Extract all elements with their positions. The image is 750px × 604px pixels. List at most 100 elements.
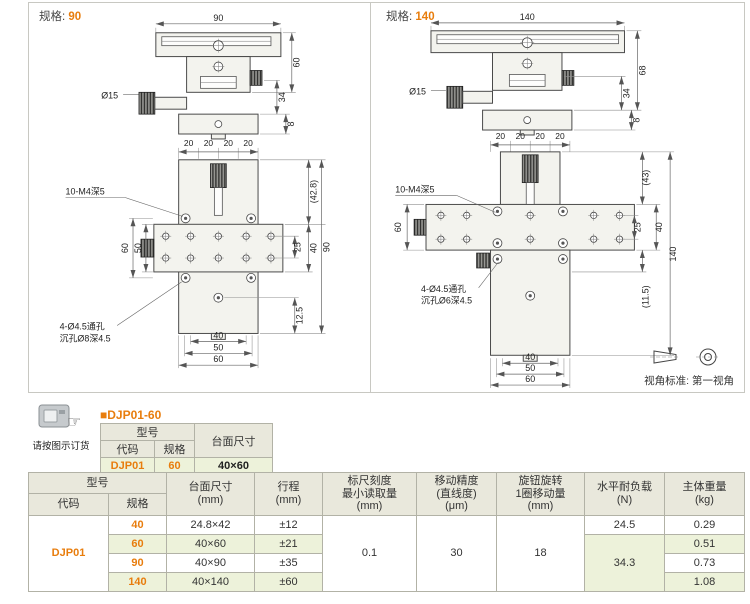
thread-note: 10-M4深5 [395, 185, 434, 195]
mini-header-code: 代码 [100, 440, 155, 458]
cell-weight: 0.51 [664, 533, 745, 554]
dim-label: 60 [292, 58, 302, 68]
cell-spec: 140 [108, 571, 167, 592]
header-size: 台面尺寸 (mm) [166, 472, 255, 516]
header-load: 水平耐负载 (N) [584, 472, 665, 516]
dim-label: 60 [393, 222, 403, 232]
order-mini-table: 型号 台面尺寸 代码 规格 DJP01 60 40×60 [100, 423, 273, 475]
cell-scale: 0.1 [322, 514, 417, 592]
cell-accuracy: 30 [416, 514, 497, 592]
header-spec: 规格 [108, 493, 167, 516]
view-standard-label: 视角标准: 第一视角 [644, 375, 734, 387]
order-note: 请按图示订货 [32, 441, 90, 452]
first-angle-symbol-icon [650, 348, 721, 366]
header-knob: 旋钮旋转 1圈移动量 (mm) [496, 472, 585, 516]
mini-header-spec: 规格 [154, 440, 195, 458]
dim-label: 20 [555, 131, 565, 141]
dim-label: 40 [654, 222, 664, 232]
header-stroke: 行程 (mm) [254, 472, 323, 516]
dim-label: 50 [525, 363, 535, 373]
model-title: ■DJP01-60 [100, 408, 162, 422]
dim-label: 34 [277, 92, 287, 102]
dim-label: 20 [204, 138, 214, 148]
cell-stroke: ±35 [254, 552, 323, 573]
order-instruction: ☞ 请按图示订货 [26, 402, 96, 452]
dim-label: 25 [632, 222, 642, 232]
drawing-panel-90: 规格: 90 [29, 3, 371, 392]
dim-label: 90 [213, 13, 223, 23]
cell-size: 40×60 [166, 533, 255, 554]
dim-label: 90 [321, 242, 331, 252]
dim-label: 68 [637, 65, 647, 75]
dim-label: 40 [525, 352, 535, 362]
spec-value: 90 [68, 11, 82, 23]
technical-drawing-90: 90 Ø15 [60, 13, 331, 369]
dim-label: (43) [640, 170, 650, 186]
table-row-40: DJP01 40 24.8×42 ±12 0.1 30 18 24.5 0.29 [28, 514, 745, 592]
dim-label: Ø15 [101, 90, 118, 100]
spec-value: 140 [415, 11, 435, 23]
header-code: 代码 [28, 493, 109, 516]
top-knob-icon [210, 163, 227, 188]
hole-note: 沉孔Ø8深4.5 [60, 333, 111, 343]
dim-label: 20 [184, 138, 194, 148]
drawing-panel-140: 规格: 140 140 [371, 3, 744, 392]
cell-size: 40×90 [166, 552, 255, 573]
dim-label: (42.8) [309, 180, 319, 203]
y-axis-knob-icon [561, 70, 575, 86]
spec-label: 规格: [386, 11, 413, 23]
dim-label: 50 [213, 342, 223, 352]
dim-label: (11.5) [640, 285, 650, 308]
dim-label: 140 [520, 12, 535, 22]
front-view-140: 140 Ø15 [409, 12, 647, 136]
cell-spec: 90 [108, 552, 167, 573]
lower-knob-icon [476, 252, 490, 269]
spec-table: 型号 台面尺寸 (mm) 行程 (mm) 标尺刻度 最小读取量 (mm) 移动精… [28, 471, 745, 592]
dim-label: 12.5 [295, 307, 305, 324]
technical-drawing-140: 140 Ø15 [393, 12, 678, 389]
cell-code: DJP01 [28, 514, 109, 592]
plan-view-140: 20 20 20 20 [393, 131, 678, 389]
dim-label: 20 [516, 131, 526, 141]
cell-weight: 0.73 [664, 552, 745, 573]
mini-header-size: 台面尺寸 [194, 423, 273, 458]
cell-size: 24.8×42 [166, 514, 255, 535]
header-model: 型号 [28, 471, 167, 495]
cell-weight: 1.08 [664, 571, 745, 592]
front-view-90: 90 Ø15 [101, 13, 302, 140]
dim-label: 20 [243, 138, 253, 148]
thread-note: 10-M4深5 [66, 187, 105, 197]
dim-label: 8 [286, 122, 296, 127]
dim-label: 60 [213, 354, 223, 364]
dim-label: 40 [309, 243, 319, 253]
dim-label: 20 [535, 131, 545, 141]
dim-label: 20 [496, 131, 506, 141]
cell-load: 34.3 [584, 533, 665, 592]
spec-tag-90: 规格: 90 [39, 8, 81, 24]
table-row-90: 90 40×90 ±35 0.73 [29, 552, 745, 573]
x-axis-knob-icon [138, 91, 156, 115]
cell-stroke: ±21 [254, 533, 323, 554]
cell-size: 40×140 [166, 571, 255, 592]
mini-cell-spec: 60 [154, 457, 195, 475]
header-weight: 主体重量 (kg) [664, 472, 745, 516]
header-scale: 标尺刻度 最小读取量 (mm) [322, 472, 417, 516]
view-standard: 视角标准: 第一视角 [644, 347, 734, 388]
cell-spec: 40 [108, 514, 167, 535]
order-stamp-icon: ☞ [38, 404, 81, 431]
top-knob-icon [521, 154, 539, 184]
drawing-area: 规格: 90 [28, 2, 745, 393]
header-accuracy: 移动精度 (直线度) (μm) [416, 472, 497, 516]
dim-label: 50 [133, 243, 143, 253]
dim-label: Ø15 [409, 86, 426, 96]
y-axis-knob-icon [249, 70, 263, 86]
dim-label: 8 [631, 118, 641, 123]
dim-label: 140 [668, 247, 678, 262]
cell-stroke: ±60 [254, 571, 323, 592]
spec-tag-140: 规格: 140 [386, 8, 435, 24]
cell-weight: 0.29 [664, 514, 745, 535]
cell-knob-travel: 18 [496, 514, 585, 592]
plan-view-90: 20 20 20 20 [60, 138, 331, 369]
pointing-hand-icon: ☞ [67, 414, 81, 431]
